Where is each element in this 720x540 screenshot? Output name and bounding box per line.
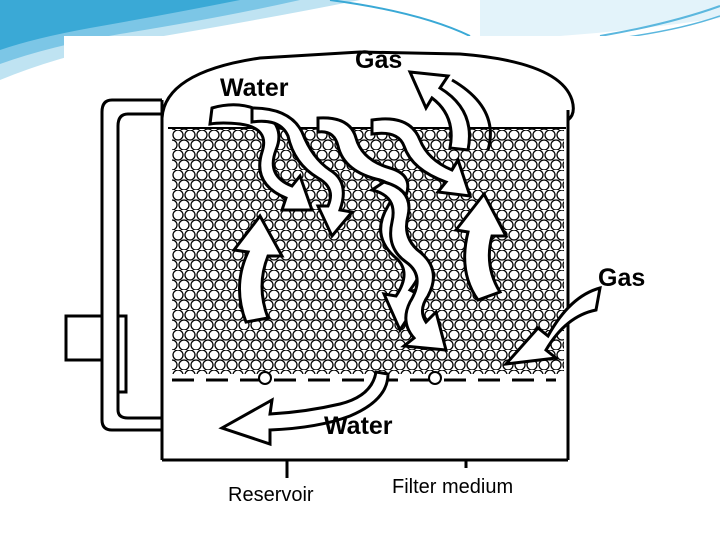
water-outlet-arrow — [218, 370, 390, 447]
water-down-arrow-left — [316, 116, 425, 334]
gas-up-arrow-left — [231, 213, 285, 324]
reservoir-label: Reservoir — [228, 484, 314, 506]
gas-right-label: Gas — [598, 264, 646, 292]
gas-up-arrow-right — [453, 191, 509, 302]
pipe-valve — [64, 314, 128, 394]
filter-medium-label: Filter medium — [392, 476, 514, 498]
water-bottom-label: Water — [324, 412, 393, 440]
water-top-label: Water — [220, 74, 289, 102]
gas-top-arrow — [407, 70, 471, 152]
side-pipe — [100, 98, 162, 432]
water-down-arrow-right — [370, 117, 473, 198]
tank-walls — [160, 100, 570, 460]
tank-dome — [160, 50, 575, 122]
gas-top-label: Gas — [355, 46, 403, 74]
gas-inlet-arrow — [502, 285, 602, 366]
